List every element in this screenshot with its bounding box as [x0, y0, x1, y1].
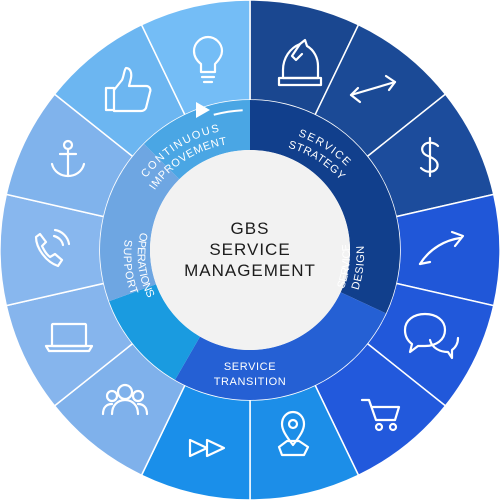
phase-ring	[100, 100, 400, 400]
cycle-arc	[213, 109, 243, 116]
phase-segment-strategy	[250, 100, 400, 314]
exchange-arrows-icon	[349, 74, 397, 104]
map-pin-icon	[277, 410, 310, 457]
chat-bubbles-icon	[403, 312, 460, 360]
thumbs-up-icon	[104, 66, 152, 113]
phase-segment-transition	[109, 284, 200, 380]
phone-icon	[34, 228, 71, 268]
chess-knight-icon	[277, 38, 323, 87]
trend-arrow-icon	[418, 230, 465, 266]
anchor-icon	[50, 139, 86, 178]
center-title-line-1: GBS	[231, 219, 270, 238]
lightbulb-icon	[192, 35, 224, 84]
phase-segment-operations	[100, 143, 180, 302]
dollar-icon	[419, 136, 440, 178]
center-disc	[150, 150, 350, 350]
center-title-line-3: MANAGEMENT	[184, 261, 316, 280]
phase-segment-design	[175, 292, 386, 400]
shopping-cart-icon	[360, 398, 401, 432]
laptop-icon	[44, 322, 94, 353]
center-title-line-2: SERVICE	[209, 240, 290, 259]
phase-label-transition-2: TRANSITION	[214, 376, 287, 388]
cycle-arrow-icon	[196, 102, 210, 118]
segment-icons	[34, 35, 465, 458]
fast-forward-icon	[188, 438, 226, 458]
users-icon	[101, 383, 149, 416]
phase-segment-improvement	[143, 100, 250, 180]
phase-label-transition: SERVICE	[224, 361, 276, 373]
center-title: GBS SERVICE MANAGEMENT	[184, 219, 316, 280]
